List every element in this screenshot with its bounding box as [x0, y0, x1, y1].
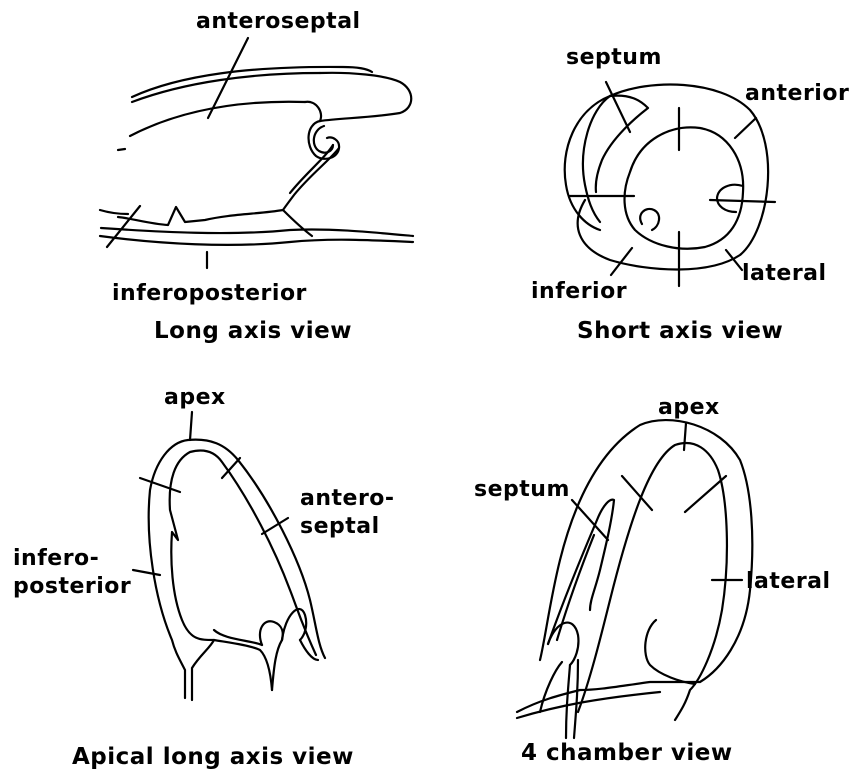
label-lateral: lateral	[746, 569, 831, 594]
label-septal: septal	[300, 514, 380, 539]
caption-short-axis-view: Short axis view	[577, 318, 783, 344]
long-axis-panel: anteroseptal inferoposterior Long axis v…	[100, 9, 413, 344]
label-inferior: inferior	[531, 279, 627, 304]
short-axis-drawing	[565, 82, 775, 286]
label-anterior: anterior	[745, 81, 849, 106]
caption-long-axis-view: Long axis view	[154, 318, 352, 344]
label-antero: antero-	[300, 486, 395, 511]
caption-4-chamber-view: 4 chamber view	[521, 740, 733, 766]
caption-apical-long-axis-view: Apical long axis view	[72, 744, 354, 770]
apical-long-axis-panel: apex antero- septal infero- posterior Ap…	[13, 385, 395, 770]
label-septum: septum	[566, 45, 662, 70]
long-axis-drawing	[100, 38, 413, 268]
short-axis-panel: septum anterior inferior lateral Short a…	[531, 45, 849, 344]
four-chamber-panel: apex septum lateral 4 chamber view	[474, 395, 831, 766]
label-posterior: posterior	[13, 574, 131, 599]
label-apex: apex	[658, 395, 720, 420]
apical-long-axis-drawing	[133, 412, 325, 700]
four-chamber-drawing	[517, 420, 752, 738]
label-lateral: lateral	[742, 261, 827, 286]
label-infero: infero-	[13, 546, 99, 571]
label-inferoposterior: inferoposterior	[112, 281, 307, 306]
label-anteroseptal: anteroseptal	[196, 9, 361, 34]
label-septum: septum	[474, 477, 570, 502]
label-apex: apex	[164, 385, 226, 410]
